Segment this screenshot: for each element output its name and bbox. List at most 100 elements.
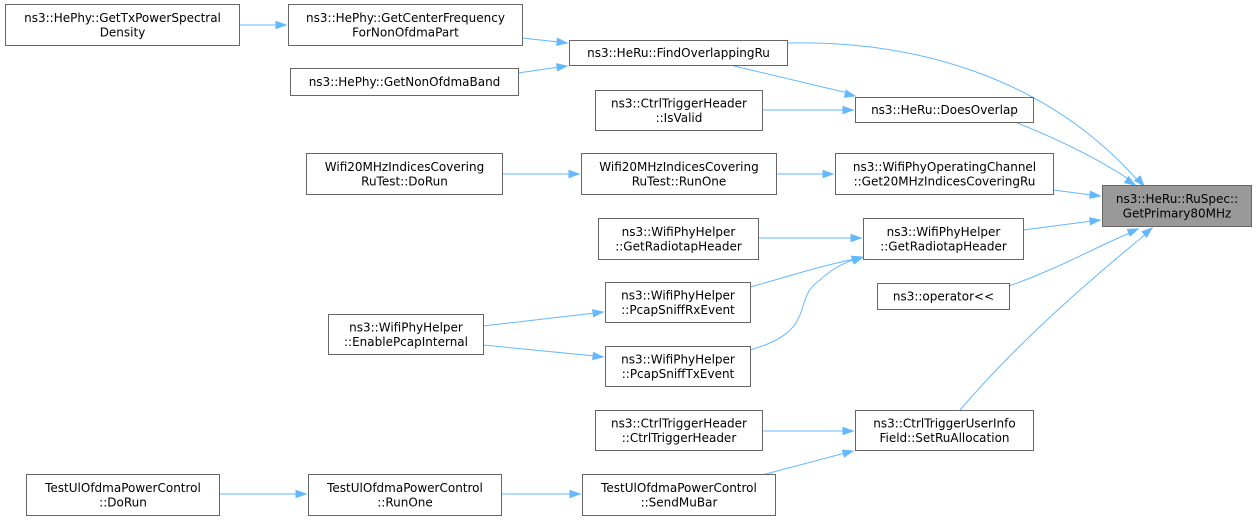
edge-enable_pcap-to-sniff_rx [482,309,605,327]
node-box [1102,185,1252,227]
node-label-line: ns3::HePhy::GetTxPowerSpectral [24,11,221,25]
edge-runone_ul-to-send_mubar [501,489,582,499]
edge-arrowhead [842,105,855,115]
edge-dorun20-to-runone20 [502,169,581,179]
node-label-line: ::DoRun [99,495,147,509]
edge-ctrl_header-to-set_ru_alloc [762,426,855,436]
edge-line [1052,189,1093,196]
node-label-line: ns3::WifiPhyHelper [621,288,735,302]
node-box [855,97,1034,123]
node-label-line: GetPrimary80MHz [1123,206,1232,220]
edge-line [959,232,1148,411]
node-sniff-rx[interactable]: ns3::WifiPhyHelper::PcapSniffRxEvent [605,282,751,323]
edge-arrowhead [275,20,288,30]
node-box [605,346,751,387]
edge-radiotap_left-to-radiotap_mid [758,233,863,243]
edge-arrowhead [822,169,835,179]
edge-radiotap_mid-to-target [1022,217,1102,231]
node-box [288,4,523,46]
edge-get20mhz-to-target [1052,189,1102,199]
node-label-line: ns3::HePhy::GetNonOfdmaBand [309,75,501,89]
edges-layer [219,20,1154,499]
node-label-line: ::SendMuBar [641,495,718,509]
node-dorun-ul[interactable]: TestUlOfdmaPowerControl::DoRun [26,474,220,516]
edge-operator-to-target [1008,228,1140,287]
node-target[interactable]: ns3::HeRu::RuSpec::GetPrimary80MHz [1102,185,1252,227]
edge-arrowhead [1134,175,1145,188]
edge-arrowhead [556,37,569,46]
node-does-overlap[interactable]: ns3::HeRu::DoesOverlap [855,97,1034,123]
node-box [306,153,503,195]
node-radiotap-left[interactable]: ns3::WifiPhyHelper::GetRadiotapHeader [598,218,759,260]
edge-enable_pcap-to-sniff_tx [482,344,605,361]
edge-dorun_ul-to-runone_ul [219,489,308,499]
node-box [877,283,1010,310]
node-box [598,218,759,260]
node-label-line: ns3::operator<< [893,290,994,304]
node-box [5,4,240,46]
node-label-line: Wifi20MHzIndicesCovering [325,160,484,174]
node-label-line: ns3::HeRu::FindOverlappingRu [587,46,770,60]
edge-line [482,344,596,357]
node-box [569,40,788,66]
edge-arrowhead [295,489,308,499]
node-label-line: Density [100,25,146,39]
edge-arrowhead [569,489,582,499]
edge-overlap_ru-to-target [786,42,1145,188]
node-overlap-ru[interactable]: ns3::HeRu::FindOverlappingRu [569,40,788,66]
edge-line [749,258,857,351]
node-runone-ul[interactable]: TestUlOfdmaPowerControl::RunOne [308,474,502,516]
edge-set_ru_alloc-to-target [959,227,1154,411]
node-isvalid[interactable]: ns3::CtrlTriggerHeader::IsValid [595,90,763,131]
node-enable-pcap[interactable]: ns3::WifiPhyHelper::EnablePcapInternal [328,314,484,355]
node-set-ru-alloc[interactable]: ns3::CtrlTriggerUserInfoField::SetRuAllo… [855,410,1034,451]
edge-send_mubar-to-set_ru_alloc [761,449,855,476]
node-get20mhz[interactable]: ns3::WifiPhyOperatingChannel::Get20MHzIn… [835,153,1054,195]
edge-txpower-to-center_freq [239,20,288,30]
edge-arrowhead [841,449,855,458]
node-label-line: ForNonOfdmaPart [352,25,459,39]
edge-line [786,42,1141,184]
edge-isvalid-to-does_overlap [762,105,855,115]
edge-arrowhead [1126,228,1140,237]
node-box [582,474,776,516]
node-label-line: ::CtrlTriggerHeader [622,431,737,445]
edge-arrowhead [1089,190,1102,199]
node-box [595,410,763,451]
node-label-line: ns3::CtrlTriggerHeader [611,416,747,430]
node-box [863,218,1024,260]
node-label-line: ns3::WifiPhyOperatingChannel [853,160,1036,174]
edge-arrowhead [592,309,605,318]
node-box [595,90,763,131]
edge-arrowhead [556,63,569,72]
node-label-line: RuTest::DoRun [361,174,448,188]
node-box [328,314,484,355]
edge-line [482,312,596,327]
node-nonofdma-band[interactable]: ns3::HePhy::GetNonOfdmaBand [290,68,519,96]
node-ctrl-header[interactable]: ns3::CtrlTriggerHeader::CtrlTriggerHeade… [595,410,763,451]
node-label-line: RuTest::RunOne [632,174,727,188]
node-label-line: ns3::WifiPhyHelper [887,225,1001,239]
edge-line [761,452,846,476]
node-radiotap-mid[interactable]: ns3::WifiPhyHelper::GetRadiotapHeader [863,218,1024,260]
edge-arrowhead [592,351,605,361]
edge-center_freq-to-overlap_ru [521,37,569,46]
node-box [308,474,502,516]
node-box [835,153,1054,195]
edge-line [749,258,856,288]
node-operator[interactable]: ns3::operator<< [877,283,1010,310]
node-send-mubar[interactable]: TestUlOfdmaPowerControl::SendMuBar [582,474,776,516]
node-label-line: ns3::HePhy::GetCenterFrequency [306,11,505,25]
node-label-line: ns3::WifiPhyHelper [349,320,463,334]
node-box [605,282,751,323]
node-label-line: ns3::CtrlTriggerUserInfo [873,416,1015,430]
node-center-freq[interactable]: ns3::HePhy::GetCenterFrequencyForNonOfdm… [288,4,523,46]
node-label-line: TestUlOfdmaPowerControl [600,481,757,495]
edge-line [1022,220,1093,231]
node-box [581,153,777,195]
node-sniff-tx[interactable]: ns3::WifiPhyHelper::PcapSniffTxEvent [605,346,751,387]
edge-nonofdma_band-to-overlap_ru [517,63,569,74]
